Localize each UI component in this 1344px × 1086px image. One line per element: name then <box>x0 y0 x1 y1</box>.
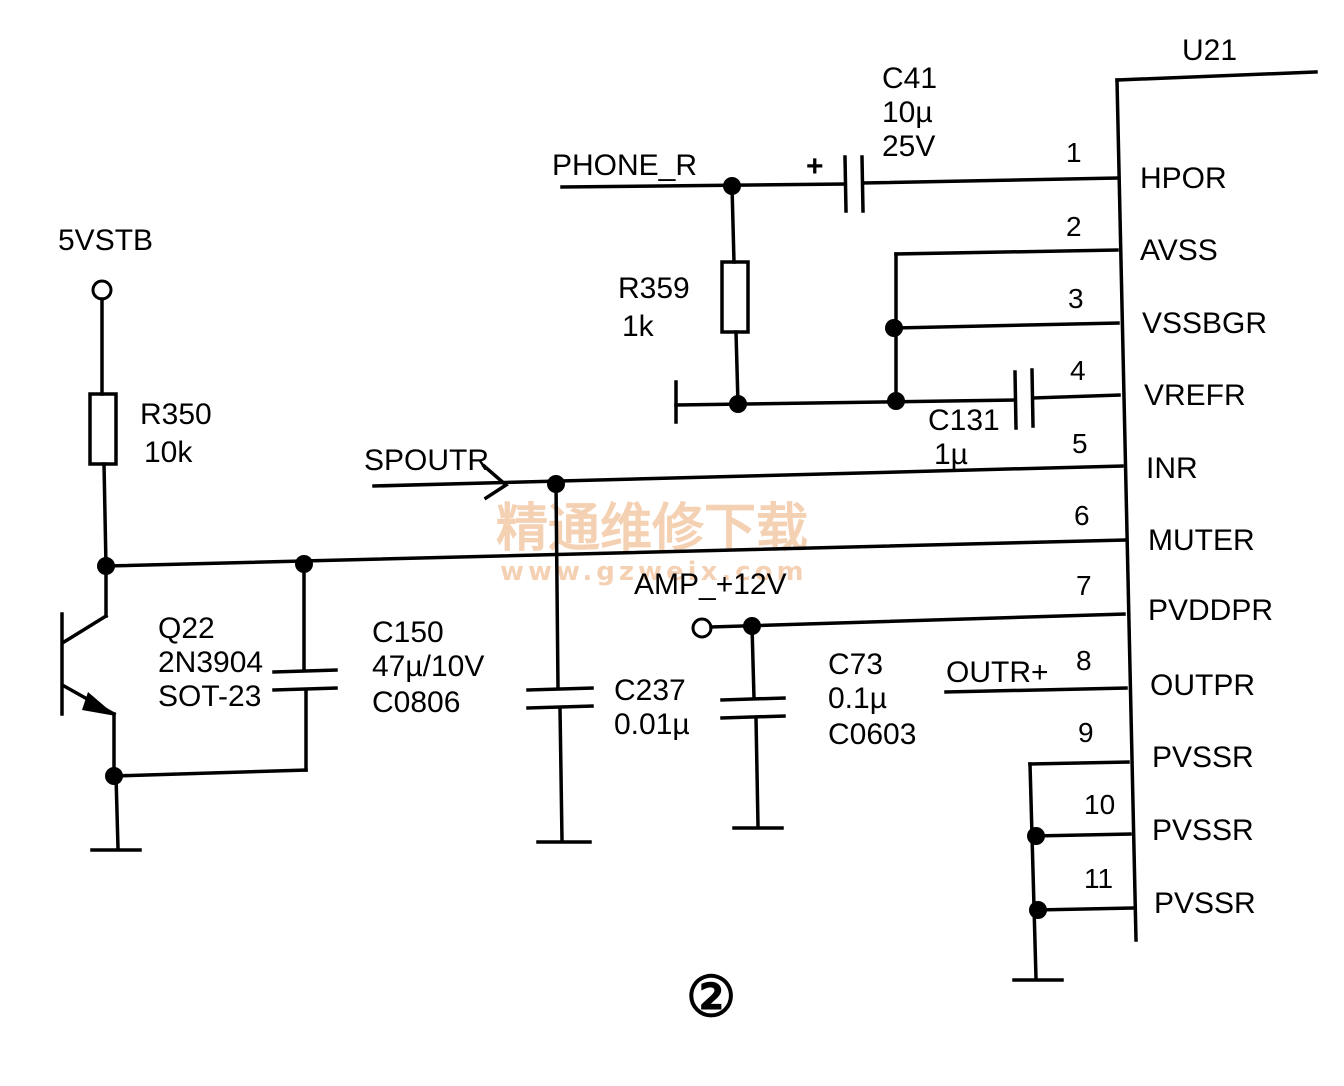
pin-9-number: 9 <box>1078 717 1094 748</box>
pin-3-number: 3 <box>1068 283 1084 314</box>
ic-ref: U21 <box>1182 34 1237 67</box>
pin-1-number: 1 <box>1066 137 1082 168</box>
supply-network: AMP_+12V C73 0.1µ C0603 <box>634 568 1126 830</box>
pin-5-name: INR <box>1146 452 1198 485</box>
pin-3-name: VSSBGR <box>1142 307 1267 340</box>
pin-8-number: 8 <box>1076 645 1092 676</box>
pin-6-name: MUTER <box>1148 524 1255 557</box>
c150-package: C0806 <box>372 686 460 719</box>
c73-package: C0603 <box>828 718 916 751</box>
pin-4-number: 4 <box>1070 355 1086 386</box>
pin-5-number: 5 <box>1072 428 1088 459</box>
pin-10-number: 10 <box>1084 789 1115 820</box>
net-label-5vstb: 5VSTB <box>58 224 153 257</box>
c237-value: 0.01µ <box>614 708 690 741</box>
pin-11-number: 11 <box>1084 863 1113 894</box>
q22-part: 2N3904 <box>158 646 263 679</box>
pin-7-number: 7 <box>1076 570 1092 601</box>
r350-ref: R350 <box>140 398 212 431</box>
pvssr-ground <box>1012 760 1134 982</box>
c150-value: 47µ/10V <box>372 650 484 683</box>
pin-8-name: OUTPR <box>1150 669 1255 702</box>
output-network: OUTR+ <box>944 656 1128 694</box>
pin-7-name: PVDDPR <box>1148 594 1273 627</box>
pin-2-number: 2 <box>1066 211 1082 242</box>
pin-2-name: AVSS <box>1140 234 1218 267</box>
phone-r-network: PHONE_R + C41 10µ 25V R359 1k C131 1µ <box>552 62 1121 471</box>
c73-value: 0.1µ <box>828 682 887 715</box>
pin-9-name: PVSSR <box>1152 741 1254 774</box>
c131-value: 1µ <box>934 438 968 471</box>
ic-pins: 1 HPOR 2 AVSS 3 VSSBGR 4 VREFR 5 INR 6 M… <box>1066 137 1273 920</box>
net-label-outr-plus: OUTR+ <box>946 656 1049 689</box>
net-label-amp-12v: AMP_+12V <box>634 568 787 601</box>
pin-10-name: PVSSR <box>1152 814 1254 847</box>
mute-network: 5VSTB R350 10k Q22 2N3904 SOT-23 C150 47… <box>58 224 1126 852</box>
q22-package: SOT-23 <box>158 680 261 713</box>
spoutr-network: SPOUTR C237 0.01µ <box>364 444 1124 844</box>
net-label-phone-r: PHONE_R <box>552 149 697 182</box>
c41-rating: 25V <box>882 130 935 163</box>
pin-4-name: VREFR <box>1144 379 1246 412</box>
c237-ref: C237 <box>614 674 686 707</box>
pin-6-number: 6 <box>1074 500 1090 531</box>
pin-1-name: HPOR <box>1140 162 1227 195</box>
net-label-spoutr: SPOUTR <box>364 444 489 477</box>
ic-u21: U21 <box>1115 34 1318 942</box>
figure-label: ② <box>686 964 736 1030</box>
polarity-plus: + <box>806 150 824 183</box>
c73-ref: C73 <box>828 648 883 681</box>
c41-value: 10µ <box>882 96 933 129</box>
watermark-url: www.gzweix.com <box>500 557 808 587</box>
q22-ref: Q22 <box>158 612 215 645</box>
r359-value: 1k <box>622 310 655 343</box>
c131-ref: C131 <box>928 404 1000 437</box>
c41-ref: C41 <box>882 62 937 95</box>
c150-ref: C150 <box>372 616 444 649</box>
pin-11-name: PVSSR <box>1154 887 1256 920</box>
r350-value: 10k <box>144 436 193 469</box>
r359-ref: R359 <box>618 272 690 305</box>
